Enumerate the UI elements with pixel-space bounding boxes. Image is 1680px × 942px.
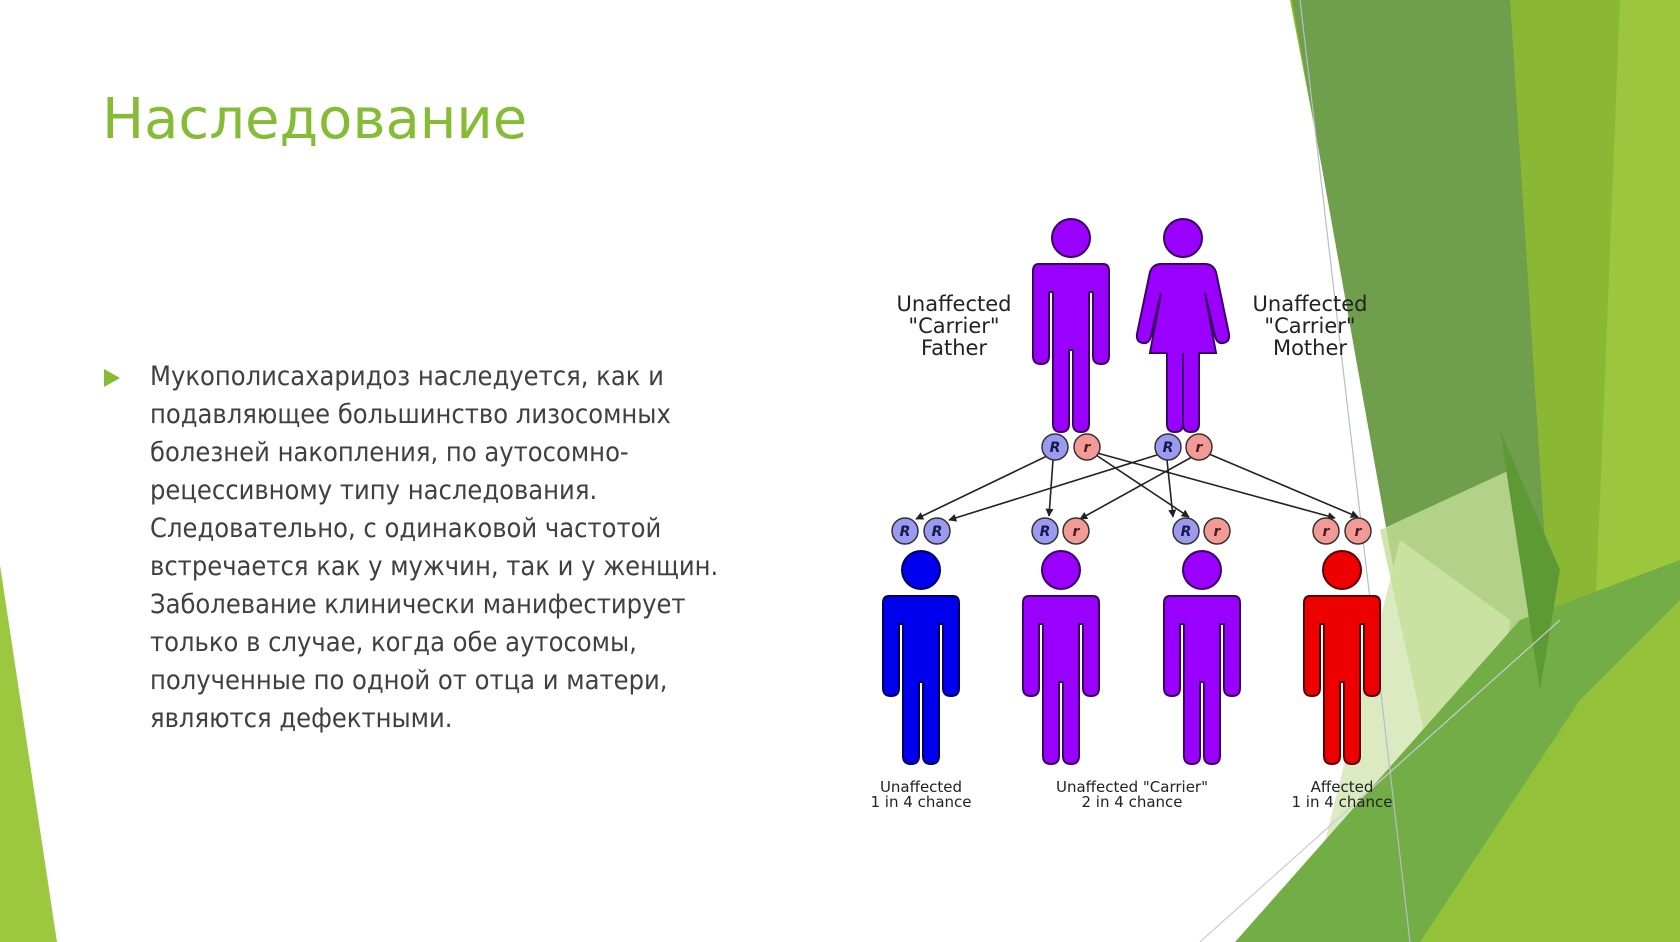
svg-text:Affected: Affected — [1311, 778, 1374, 796]
svg-text:R: R — [900, 524, 911, 540]
svg-text:R: R — [1163, 440, 1174, 456]
svg-text:"Carrier": "Carrier" — [908, 314, 999, 338]
thin-diagonal-line-2 — [1199, 619, 1561, 942]
bullet-text: Мукополисахаридоз наследуется, как и под… — [150, 361, 719, 734]
bottom-bright-wedge — [1420, 600, 1680, 942]
svg-text:R: R — [1050, 440, 1061, 456]
slide-title: Наследование — [102, 87, 528, 152]
child-1-alleles: R R — [891, 517, 951, 545]
svg-text:Unaffected "Carrier": Unaffected "Carrier" — [1056, 778, 1208, 796]
outcome-carrier-label: Unaffected "Carrier" 2 in 4 chance — [1056, 778, 1208, 811]
outcome-unaffected-label: Unaffected 1 in 4 chance — [871, 778, 972, 811]
child-4-alleles: r r — [1312, 517, 1372, 545]
child-3-carrier-figure — [1163, 550, 1241, 765]
triangle-bullet-icon — [104, 369, 120, 387]
child-1-unaffected-figure — [882, 550, 960, 765]
mother-label: Unaffected "Carrier" Mother — [1253, 292, 1368, 360]
svg-text:1 in 4 chance: 1 in 4 chance — [1292, 793, 1393, 811]
svg-text:2 in 4 chance: 2 in 4 chance — [1082, 793, 1183, 811]
thin-diagonal-line-1 — [1299, 0, 1411, 942]
mother-alleles: R r — [1154, 433, 1213, 461]
father-label: Unaffected "Carrier" Father — [897, 292, 1012, 360]
svg-text:R: R — [1040, 524, 1051, 540]
svg-text:Father: Father — [921, 336, 987, 360]
svg-text:r: r — [1073, 524, 1081, 540]
mid-dark-sliver — [1500, 430, 1560, 690]
father-alleles: R r — [1041, 433, 1101, 461]
child-3-alleles: R r — [1172, 517, 1231, 545]
svg-text:R: R — [932, 524, 943, 540]
svg-text:Unaffected: Unaffected — [880, 778, 962, 796]
father-figure — [1032, 218, 1110, 433]
outcome-affected-label: Affected 1 in 4 chance — [1292, 778, 1393, 811]
svg-text:r: r — [1196, 440, 1204, 456]
mother-figure — [1135, 218, 1231, 433]
child-2-alleles: R r — [1031, 517, 1090, 545]
svg-text:r: r — [1323, 524, 1331, 540]
child-4-affected-figure — [1303, 550, 1381, 765]
svg-text:r: r — [1355, 524, 1363, 540]
child-2-carrier-figure — [1022, 550, 1100, 765]
left-green-sliver — [0, 565, 57, 942]
svg-text:r: r — [1214, 524, 1222, 540]
svg-text:r: r — [1084, 440, 1092, 456]
svg-text:1 in 4 chance: 1 in 4 chance — [871, 793, 972, 811]
inheritance-arrows — [915, 452, 1359, 522]
svg-text:"Carrier": "Carrier" — [1264, 314, 1355, 338]
svg-text:R: R — [1181, 524, 1192, 540]
svg-text:Mother: Mother — [1273, 336, 1347, 360]
svg-text:Unaffected: Unaffected — [897, 292, 1012, 316]
svg-text:Unaffected: Unaffected — [1253, 292, 1368, 316]
